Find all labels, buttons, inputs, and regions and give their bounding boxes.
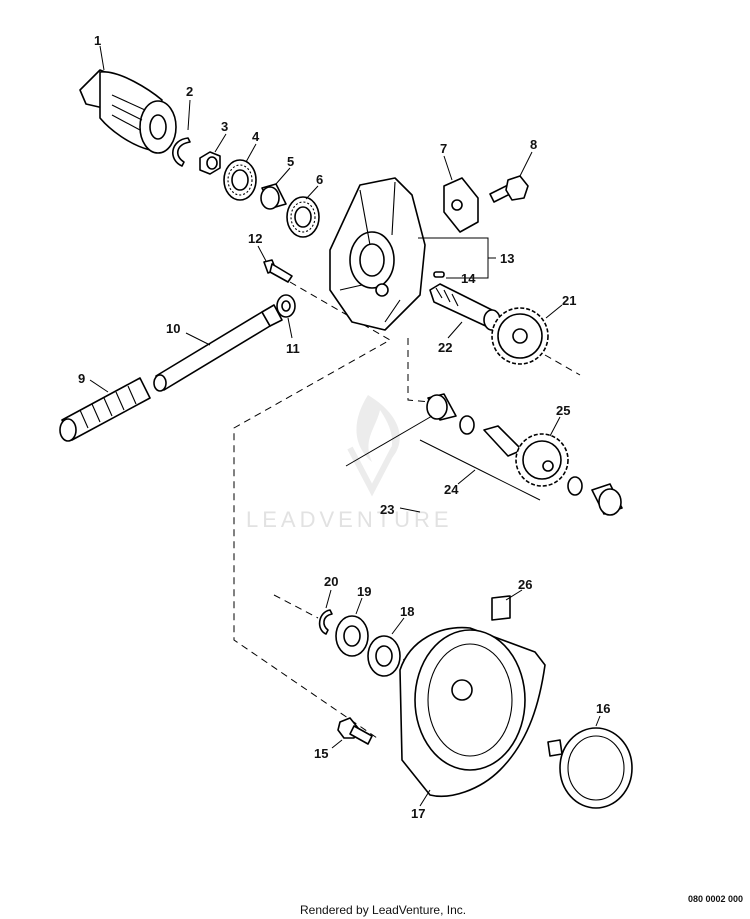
part-9-grip (59, 377, 151, 442)
part-8-bolt (489, 175, 529, 203)
callout-19: 19 (357, 584, 371, 599)
part-14-pin (433, 271, 445, 278)
callout-10: 10 (166, 321, 180, 336)
callout-13: 13 (500, 251, 514, 266)
callout-14: 14 (461, 271, 476, 286)
part-11-washer (276, 294, 296, 318)
callout-labels: 1 2 3 4 5 6 7 8 9 10 11 12 13 14 15 16 1… (78, 33, 610, 821)
part-3-nut (199, 151, 221, 175)
part-17-clutch-housing (399, 626, 546, 797)
part-19-bearing (335, 615, 369, 657)
part-23-bushing-left (426, 393, 457, 421)
part-22-shaft (429, 283, 501, 331)
callout-2: 2 (186, 84, 193, 99)
footer-credit: Rendered by LeadVenture, Inc. (300, 903, 466, 917)
part-10-shaft (153, 304, 283, 392)
callout-20: 20 (324, 574, 338, 589)
part-18-bearing (367, 635, 401, 677)
part-4-bearing (223, 159, 257, 201)
callout-1: 1 (94, 33, 101, 48)
callout-25: 25 (556, 403, 570, 418)
callout-16: 16 (596, 701, 610, 716)
callout-6: 6 (316, 172, 323, 187)
callout-22: 22 (438, 340, 452, 355)
callout-26: 26 (518, 577, 532, 592)
part-20-snap-ring (318, 609, 333, 635)
part-1-drill-chuck (79, 69, 177, 154)
diagram-code: 080 0002 000 (688, 894, 743, 904)
leadventure-watermark: LEADVENTURE (246, 395, 453, 532)
part-25-gear-shaft (483, 425, 569, 487)
callout-24: 24 (444, 482, 459, 497)
part-2-snap-ring (172, 137, 191, 167)
callout-7: 7 (440, 141, 447, 156)
gear-case (329, 177, 426, 331)
part-21-gear (491, 307, 549, 365)
part-23-washer-right (567, 476, 583, 496)
callout-15: 15 (314, 746, 328, 761)
callout-8: 8 (530, 137, 537, 152)
callout-17: 17 (411, 806, 425, 821)
callout-11: 11 (286, 341, 300, 356)
part-23-washer-left (459, 415, 475, 435)
part-6-bearing (286, 196, 320, 238)
part-23-bushing-right (591, 483, 623, 516)
callout-21: 21 (562, 293, 576, 308)
callout-9: 9 (78, 371, 85, 386)
part-7-bracket (443, 177, 479, 233)
leader-lines (89, 45, 601, 807)
callout-5: 5 (287, 154, 294, 169)
part-12-screw (263, 259, 293, 283)
callout-4: 4 (252, 129, 260, 144)
part-15-bolt (337, 717, 373, 745)
watermark-text: LEADVENTURE (246, 507, 453, 532)
part-16-clutch-drum (547, 727, 633, 809)
callout-18: 18 (400, 604, 414, 619)
callout-3: 3 (221, 119, 228, 134)
part-5-bushing (260, 183, 287, 210)
callout-12: 12 (248, 231, 262, 246)
callout-23: 23 (380, 502, 394, 517)
part-26-label (491, 595, 511, 621)
